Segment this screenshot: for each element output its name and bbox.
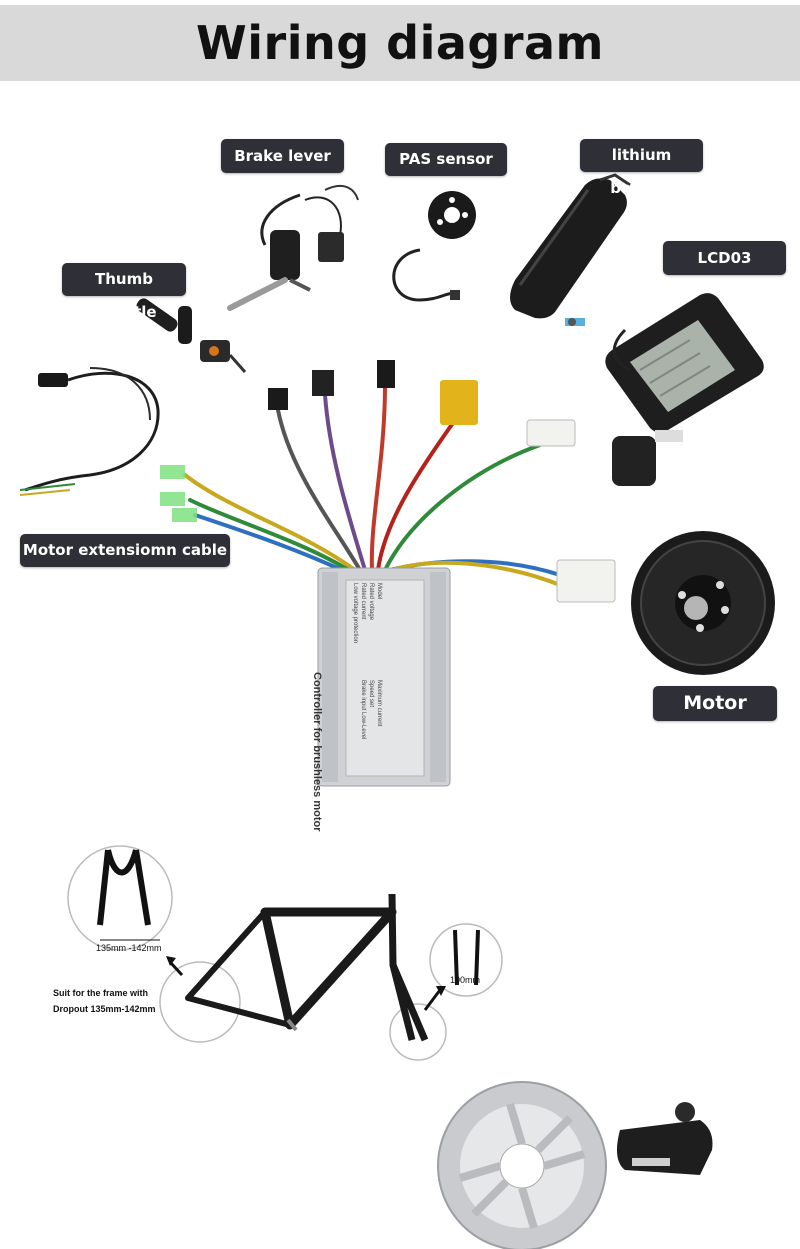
page-title: Wiring diagram [196,16,604,70]
brake-disc-image [437,1081,607,1249]
extension-cable-image [19,367,160,496]
battery-image [510,173,631,326]
brake-caliper-image [616,1102,713,1175]
motor-label: Motor [653,686,777,721]
spec-rated-current: Rated current [360,583,366,620]
lcd-display-image [605,293,764,486]
lcd-label: LCD03 [663,241,786,275]
title-banner [0,5,800,81]
spec-rated-voltage: Rated voltage [368,583,374,621]
spec-model: Model [376,583,382,600]
spec-brake-input: Brake input Low-Level [360,680,366,740]
frame-note-line1: Suit for the frame with [53,988,149,998]
frame-illustration [67,845,503,1061]
controller-wires [183,383,562,587]
thumb-throttle-label: Thumb throttle [62,263,186,321]
spec-low-voltage: Low voltage protection [352,583,358,644]
wire-connectors [160,360,616,603]
front-dropout-dimension: 100mm [450,975,481,985]
motor-image [631,531,775,675]
pas-sensor-label: PAS sensor [385,143,507,176]
thumb-throttle-image [136,298,247,373]
lithium-battery-label: lithium battery [580,139,703,197]
motor-extension-cable-label: Motor extensiomn cable [20,534,230,567]
frame-note-line2: Dropout 135mm-142mm [53,1004,156,1014]
rear-dropout-dimension: 135mm -142mm [96,943,162,953]
controller-specs-left: Model Rated voltage Rated current Low vo… [351,583,383,643]
controller-box [317,567,451,787]
brake-lever-label: Brake lever [221,139,344,173]
spec-max-current: Maximum current [376,680,382,727]
pas-sensor-image [392,191,476,302]
controller-title: Controller for brushless motor [311,672,323,832]
spec-speed-set: Speed set [368,680,374,708]
controller-specs-right: Maximum current Speed set Brake input Lo… [359,680,383,739]
brake-lever-image [227,184,359,311]
